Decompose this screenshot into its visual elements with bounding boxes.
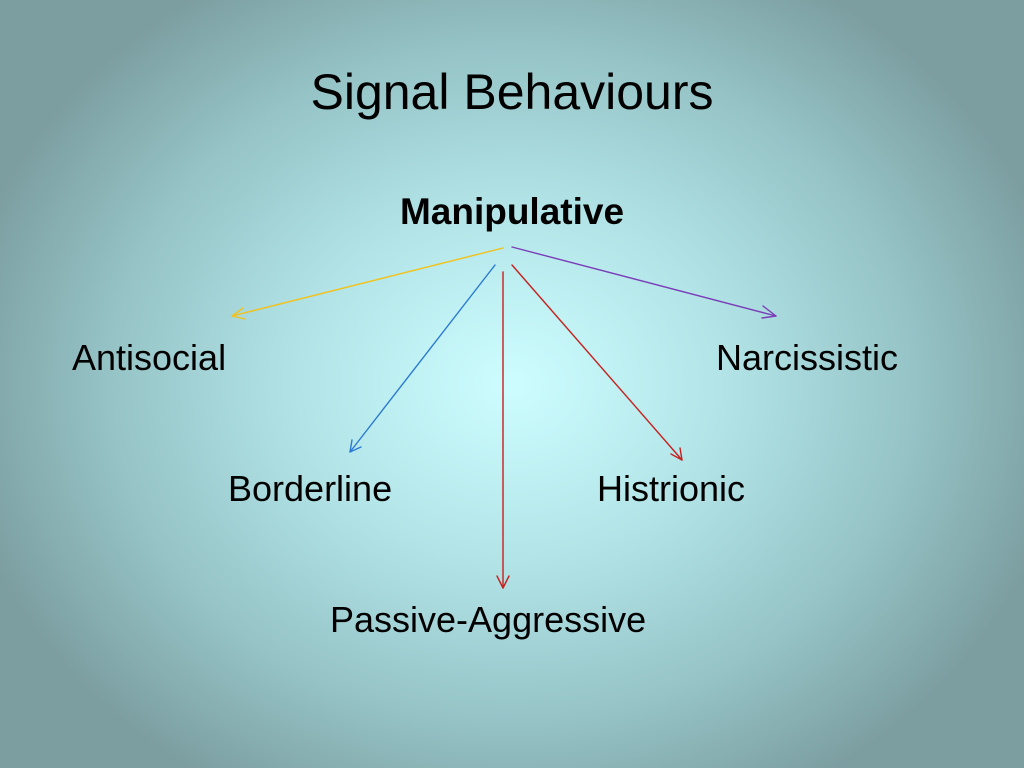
node-histrionic: Histrionic xyxy=(597,468,746,509)
arrow-to-histrionic xyxy=(511,264,683,461)
arrow-to-borderline xyxy=(349,264,496,453)
slide-title: Signal Behaviours xyxy=(310,64,714,120)
root-node-manipulative: Manipulative xyxy=(399,191,625,232)
arrow-to-passive-aggressive xyxy=(496,271,510,589)
node-antisocial: Antisocial xyxy=(72,337,227,378)
node-narcissistic: Narcissistic xyxy=(716,337,899,378)
arrow-to-narcissistic xyxy=(511,246,777,319)
node-borderline: Borderline xyxy=(228,468,393,509)
node-passive-aggressive: Passive-Aggressive xyxy=(330,599,647,640)
arrow-to-antisocial xyxy=(231,247,504,320)
